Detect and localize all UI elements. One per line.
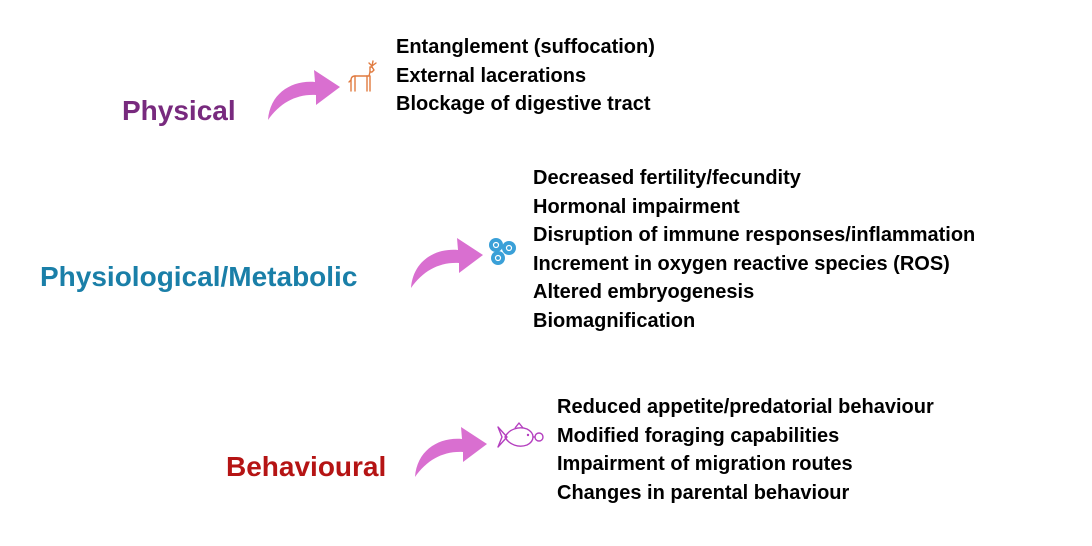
list-item: Biomagnification: [533, 309, 696, 332]
list-item: Disruption of immune responses/inflammat…: [533, 224, 976, 246]
physical-effects-list: Entanglement (suffocation) External lace…: [396, 33, 655, 119]
arrow-physiological: [411, 238, 483, 288]
list-item: Entanglement (suffocation): [396, 36, 655, 58]
arrow-physical: [268, 70, 340, 120]
fish-icon: [497, 422, 544, 448]
category-physical-label: Physical: [122, 95, 236, 126]
list-item: Increment in oxygen reactive species (RO…: [533, 252, 950, 275]
list-item: Reduced appetite/predatorial behaviour: [557, 396, 934, 418]
list-item: Changes in parental behaviour: [557, 481, 850, 504]
list-item: Decreased fertility/fecundity: [533, 167, 801, 189]
list-item: Impairment of migration routes: [557, 453, 853, 475]
behavioural-effects-list: Reduced appetite/predatorial behaviour M…: [557, 393, 934, 507]
category-behavioural-label: Behavioural: [226, 451, 387, 482]
arrow-behavioural: [415, 427, 487, 477]
list-item: Altered embryogenesis: [533, 281, 755, 303]
list-item: Blockage of digestive tract: [396, 93, 651, 115]
physiological-effects-list: Decreased fertility/fecundity Hormonal i…: [533, 164, 975, 335]
list-item: External lacerations: [396, 64, 587, 87]
list-item: Modified foraging capabilities: [557, 424, 840, 447]
list-item: Hormonal impairment: [533, 195, 740, 218]
category-physiological-label: Physiological/Metabolic: [40, 261, 358, 292]
deer-icon: [348, 60, 377, 92]
cells-icon: [489, 238, 516, 265]
